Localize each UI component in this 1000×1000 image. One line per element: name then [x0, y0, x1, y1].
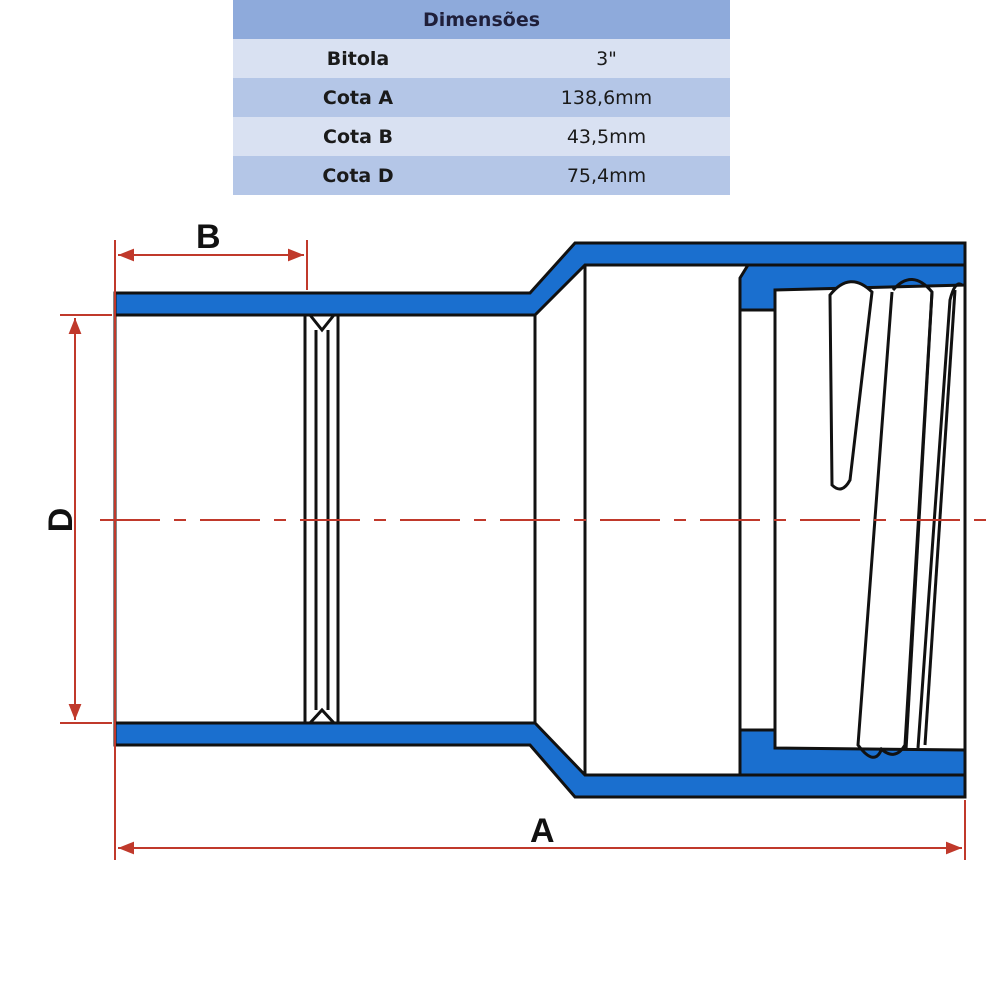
row-value: 75,4mm	[483, 156, 730, 195]
label-b: B	[196, 218, 221, 256]
row-value: 3"	[483, 39, 730, 78]
row-label: Cota D	[233, 156, 483, 195]
row-label: Cota A	[233, 78, 483, 117]
dimension-lines	[60, 240, 1000, 860]
table-title: Dimensões	[233, 0, 730, 39]
row-label: Cota B	[233, 117, 483, 156]
row-value: 43,5mm	[483, 117, 730, 156]
row-label: Bitola	[233, 39, 483, 78]
label-d: D	[42, 508, 80, 533]
row-value: 138,6mm	[483, 78, 730, 117]
label-a: A	[530, 812, 555, 850]
